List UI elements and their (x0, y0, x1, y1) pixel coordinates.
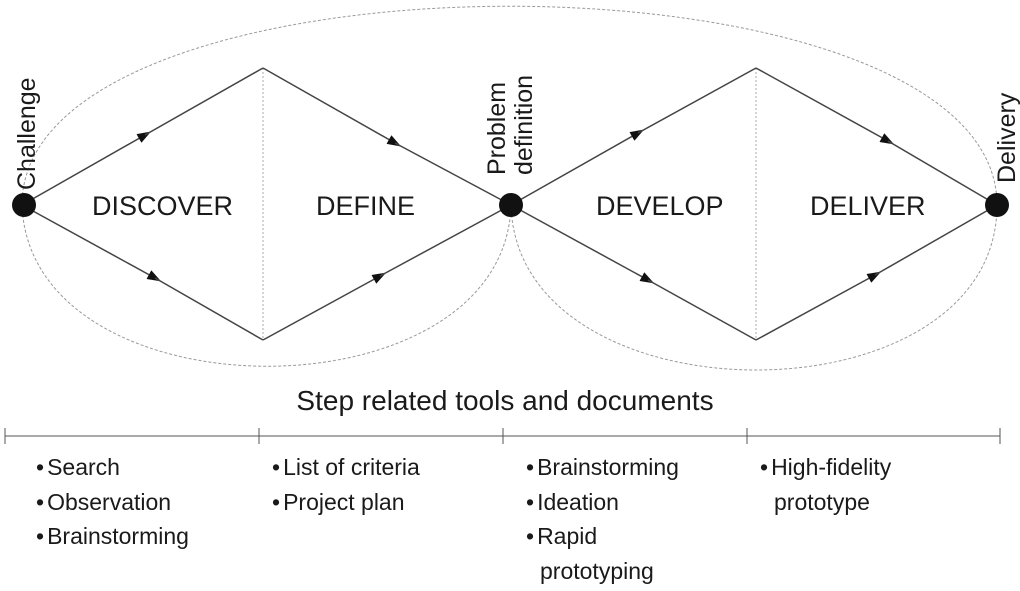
diamond-1 (21, 67, 512, 341)
tool-item-continued: prototype (774, 488, 870, 515)
node-delivery (985, 193, 1009, 217)
tool-item: Observation (36, 485, 189, 520)
tool-item: High-fidelity (760, 450, 891, 485)
phase-discover: DISCOVER (92, 191, 233, 221)
node-challenge (12, 193, 36, 217)
label-challenge: Challenge (13, 77, 41, 190)
node-problem-definition (499, 193, 523, 217)
tools-develop: Brainstorming Ideation Rapid prototyping (526, 450, 679, 588)
outer-dotted-arc (21, 5, 998, 206)
tools-define: List of criteria Project plan (272, 450, 420, 519)
phase-define: DEFINE (316, 191, 415, 221)
tool-item: Search (36, 450, 189, 485)
right-lower-dotted-arc (510, 204, 998, 371)
left-lower-dotted-arc (21, 204, 512, 367)
tool-item: Brainstorming (526, 450, 679, 485)
tools-deliver: High-fidelity prototype (760, 450, 891, 519)
diamond-2 (510, 67, 998, 341)
tool-item: Project plan (272, 485, 420, 520)
tool-item: Rapid (526, 519, 679, 554)
phase-deliver: DELIVER (810, 191, 926, 221)
label-delivery: Delivery (993, 92, 1020, 183)
tools-discover: Search Observation Brainstorming (36, 450, 189, 554)
tool-item: Brainstorming (36, 519, 189, 554)
label-problem-line2: definition (510, 75, 538, 175)
tools-timeline (4, 428, 1001, 444)
tools-heading: Step related tools and documents (296, 385, 714, 416)
tool-item-continued: prototyping (540, 557, 654, 584)
label-problem-line1: Problem (483, 82, 511, 175)
tool-item: Ideation (526, 485, 679, 520)
tool-item: List of criteria (272, 450, 420, 485)
phase-develop: DEVELOP (596, 191, 724, 221)
